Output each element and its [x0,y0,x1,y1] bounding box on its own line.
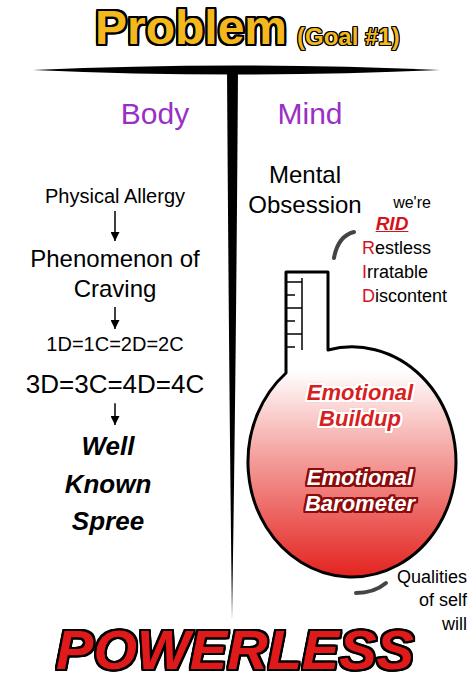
gauge-tick [286,346,295,348]
node-text: Phenomenon of Craving [25,244,205,304]
node-text: 3D=3C=4D=4C [26,369,205,400]
acronym-word: Irratable [362,262,428,284]
flask-text: Emotional Barometer [305,465,415,518]
gauge-line [301,278,303,350]
note-text: we're [393,193,431,212]
flask-text: Emotional Buildup [307,380,413,433]
gauge-tick [286,281,302,283]
title: Problem [95,4,287,52]
node-text: Well Known Spree [65,428,152,541]
flow-arrow [114,211,116,241]
column-heading: Mind [277,96,342,132]
leader-line [334,232,354,258]
conclusion: POWERLESS [56,622,414,678]
mind-text: Mental Obsession [248,160,361,220]
gauge-tick [286,307,302,309]
flask-body [248,272,456,577]
node-text: 1D=1C=2D=2C [46,332,183,356]
flow-arrow [114,403,116,425]
acronym: RID [376,213,409,236]
text-node: Phenomenon of Craving [25,244,205,304]
text-node: 3D=3C=4D=4C [26,369,205,400]
subtitle: (Goal #1) [297,25,400,49]
text-node: 1D=1C=2D=2C [46,332,183,356]
text-node: Well Known Spree [65,428,152,541]
gauge-tick [286,333,302,335]
vertical-bar [227,69,238,620]
acronym-word: Discontent [362,286,447,308]
gauge-tick [286,320,295,322]
flow-arrow [114,307,116,329]
flask-shape: Emotional BuildupEmotional Barometer [246,268,460,584]
text-node: Physical Allergy [45,184,185,208]
acronym-word: Restless [362,238,431,260]
column-heading: Body [121,96,189,132]
node-text: Physical Allergy [45,184,185,208]
gauge-tick [286,294,295,296]
leader-line [356,583,386,593]
